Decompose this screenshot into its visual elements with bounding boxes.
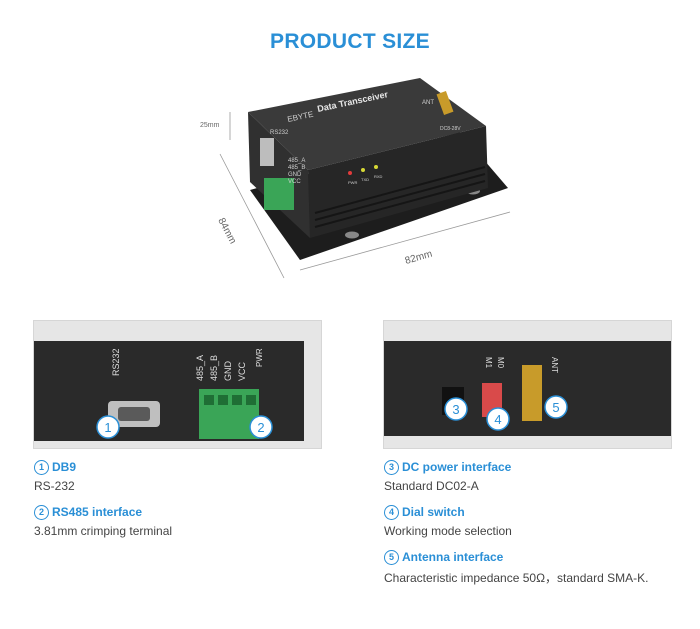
callout-1 <box>96 415 120 439</box>
callout-3 <box>444 397 468 421</box>
legend-desc: Standard DC02-A <box>384 479 479 493</box>
dim-height: 25mm <box>200 122 220 129</box>
svg-text:1: 1 <box>104 420 111 435</box>
antenna-connector <box>436 90 454 116</box>
led-rxd <box>374 165 378 169</box>
legend-number: 1 <box>34 460 49 475</box>
terminal-label-4: VCC <box>288 179 301 185</box>
callout-5 <box>544 395 568 419</box>
detail-label-gnd: GND <box>223 361 233 382</box>
led-label-pwr: PWR <box>348 180 357 185</box>
sma-connector <box>522 365 542 421</box>
terminal-label-1: 485_A <box>288 158 305 164</box>
legend-title: RS485 interface <box>52 505 143 519</box>
detail-label-ant: ANT <box>550 357 559 373</box>
rs232-label: RS232 <box>270 130 289 136</box>
led-label-txd: TXD <box>361 177 369 182</box>
dim-depth: 84mm <box>215 216 238 246</box>
detail-photo-right: ANT M0 M1 3 4 5 <box>383 320 672 449</box>
svg-text:3: 3 <box>452 402 459 417</box>
detail-photo-left: RS232 485_A 485_B GND VCC PWR 1 2 <box>33 320 322 449</box>
led-pwr <box>348 171 352 175</box>
detail-label-rs232: RS232 <box>111 348 121 376</box>
callout-4 <box>486 407 510 431</box>
device-illustration: EBYTE Data Transceiver RS232 ANT DC8-28V… <box>200 78 511 279</box>
svg-text:4: 4 <box>494 412 501 427</box>
led-label-rxd: RXD <box>374 174 383 179</box>
ant-label: ANT <box>422 100 434 106</box>
legend-number: 5 <box>384 550 399 565</box>
dim-width: 82mm <box>404 249 434 267</box>
legend-number: 4 <box>384 505 399 520</box>
legend-title: DB9 <box>52 460 77 474</box>
detail-label-m0: M0 <box>496 357 505 369</box>
terminal-block <box>264 178 294 210</box>
legend-title: Dial switch <box>402 505 465 519</box>
legend-desc: 3.81mm crimping terminal <box>34 524 173 538</box>
detail-label-vcc: VCC <box>237 361 247 381</box>
rs232-port <box>260 138 274 166</box>
legend-desc: Characteristic impedance 50Ω，standard SM… <box>384 571 649 585</box>
detail-label-m1: M1 <box>484 357 493 369</box>
svg-text:5: 5 <box>552 400 559 415</box>
callout-2 <box>249 415 273 439</box>
detail-label-485a: 485_A <box>195 355 205 381</box>
legend-number: 3 <box>384 460 399 475</box>
mount-hole <box>345 231 359 239</box>
detail-label-pwr: PWR <box>255 348 264 367</box>
page-title: PRODUCT SIZE <box>270 30 430 53</box>
terminal-label-2: 485_B <box>288 165 305 171</box>
legend-number: 2 <box>34 505 49 520</box>
led-txd <box>361 168 365 172</box>
legend-desc: RS-232 <box>34 479 75 493</box>
dc-label: DC8-28V <box>440 126 461 132</box>
svg-text:2: 2 <box>257 420 264 435</box>
legend-title: Antenna interface <box>402 550 504 564</box>
legend-title: DC power interface <box>402 460 512 474</box>
detail-label-485b: 485_B <box>209 355 219 381</box>
legend-desc: Working mode selection <box>384 524 512 538</box>
terminal-label-3: GND <box>288 172 302 178</box>
